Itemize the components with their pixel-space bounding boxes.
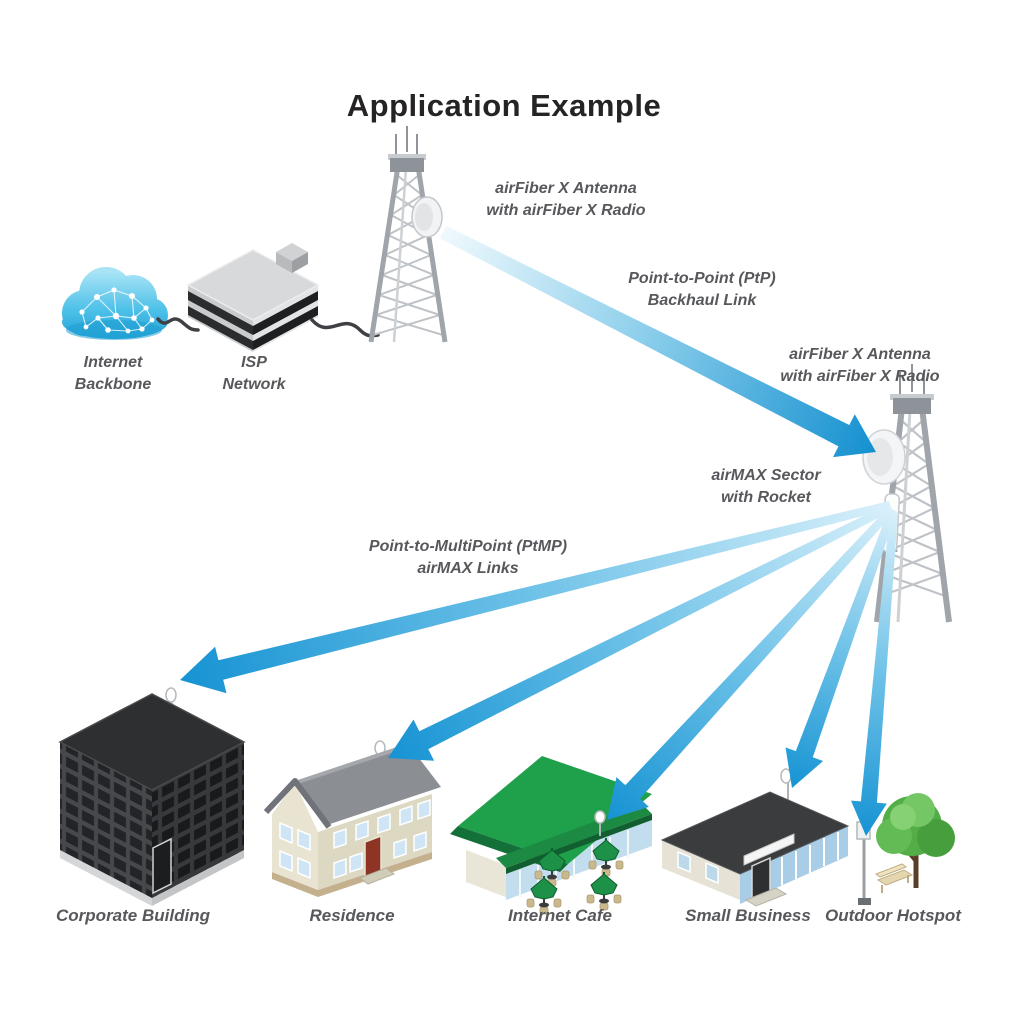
label-tower1-antenna: airFiber X Antenna with airFiber X Radio (486, 178, 645, 222)
ptp-beam-arrow (439, 225, 876, 458)
ptmp-beam-arrow-cafe (607, 506, 895, 820)
label-line: with airFiber X Radio (780, 368, 940, 385)
label-line: Internet (83, 354, 143, 371)
label-outdoor-hotspot: Outdoor Hotspot (825, 906, 961, 925)
label-line: airFiber X Antenna (789, 346, 931, 363)
internet-backbone-cloud-icon (62, 267, 168, 340)
label-line: Network (222, 376, 286, 393)
ptmp-beam-arrow-business (785, 508, 897, 788)
rooftop-antenna-icon (165, 687, 177, 703)
label-line: airFiber X Antenna (495, 180, 637, 197)
label-line: Backbone (74, 376, 152, 393)
label-corporate-building: Corporate Building (56, 906, 210, 925)
bench-icon (874, 863, 914, 893)
isp-network-building-icon (186, 243, 320, 352)
label-line: ISP (241, 354, 267, 371)
label-line: with airFiber X Radio (486, 202, 646, 219)
label-line: Point-to-MultiPoint (PtMP) (368, 538, 568, 555)
storefront-sign (743, 833, 795, 866)
cloud-network-nodes (79, 287, 155, 334)
label-isp-network: ISP Network (222, 352, 285, 396)
outdoor-hotspot-icon (856, 793, 955, 905)
tree-icon (876, 793, 955, 888)
label-line: airMAX Links (417, 560, 519, 577)
label-internet-cafe: Internet Cafe (508, 906, 612, 925)
label-internet-backbone: Internet Backbone (75, 352, 151, 396)
label-line: airMAX Sector (711, 467, 821, 484)
corporate-building-icon (58, 687, 246, 906)
radio-tower-2-icon (862, 364, 952, 623)
rooftop-antenna-icon (594, 810, 606, 824)
ptmp-beam-arrow-corporate (180, 501, 891, 694)
diagram-title: Application Example (346, 88, 662, 123)
ptmp-beam-arrow-residence (388, 503, 893, 761)
house-windows (279, 798, 431, 880)
label-line: Point-to-Point (PtP) (628, 270, 776, 287)
cable-isp-to-tower (310, 318, 380, 338)
label-tower2-antenna: airFiber X Antenna with airFiber X Radio (780, 344, 939, 388)
internet-cafe-icon (450, 756, 652, 915)
label-line: Backhaul Link (647, 292, 757, 309)
small-business-icon (660, 768, 850, 907)
label-airmax-sector: airMAX Sector with Rocket (711, 465, 820, 509)
label-residence: Residence (309, 906, 395, 925)
label-ptp-link: Point-to-Point (PtP) Backhaul Link (628, 268, 776, 312)
ptmp-beam-arrow-hotspot (851, 511, 898, 836)
label-ptmp-links: Point-to-MultiPoint (PtMP) airMAX Links (369, 536, 567, 580)
cable-cloud-to-isp (156, 317, 200, 332)
label-small-business: Small Business (685, 906, 811, 925)
residence-icon (263, 740, 441, 897)
radio-tower-1-icon (368, 126, 448, 343)
label-line: with Rocket (721, 489, 811, 506)
